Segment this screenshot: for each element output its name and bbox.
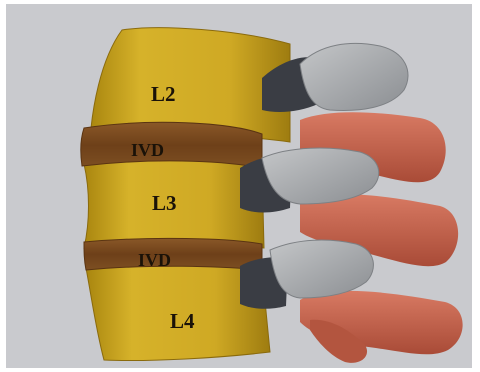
disc-upper [81, 122, 262, 168]
facet-l2 [300, 43, 408, 110]
vertebra-l3 [84, 160, 264, 248]
disc-lower [84, 238, 262, 270]
